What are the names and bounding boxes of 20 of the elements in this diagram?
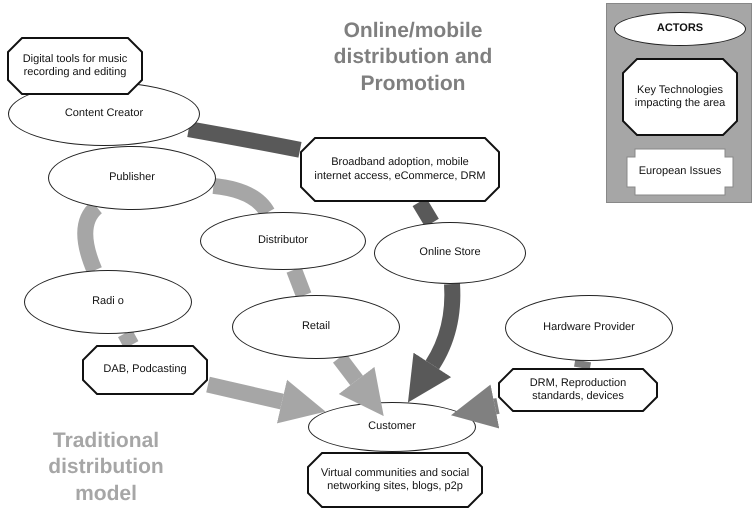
legend-ellipse: ACTORS [614,12,746,46]
technology-octagon: Broadband adoption, mobile internet access, eCommerce, DRM [300,137,500,202]
technology-octagon: Virtual communities and social networking sites, blogs, p2p [307,452,483,508]
actor-ellipse: Customer [308,402,476,452]
actor-ellipse: Radi o [24,270,192,334]
actor-ellipse: Publisher [48,146,216,210]
actor-ellipse: Hardware Provider [505,295,673,361]
technology-octagon: Digital tools for music recording and editing [7,37,143,95]
legend-octagon: Key Technologies impacting the area [622,58,738,136]
legend-notched-box: European Issues [626,148,734,196]
technology-octagon: DRM, Reproduction standards, devices [498,368,658,412]
band-arrow [206,376,326,424]
actor-ellipse: Retail [232,295,400,359]
band-arrow [409,284,460,404]
region-title: Traditional distribution model [47,428,165,506]
actor-ellipse: Distributor [200,212,366,270]
region-title: Online/mobile distribution and Promotion [332,18,494,96]
actor-ellipse: Online Store [374,222,526,284]
technology-octagon: DAB, Podcasting [82,345,208,395]
band-arrow [451,384,500,428]
